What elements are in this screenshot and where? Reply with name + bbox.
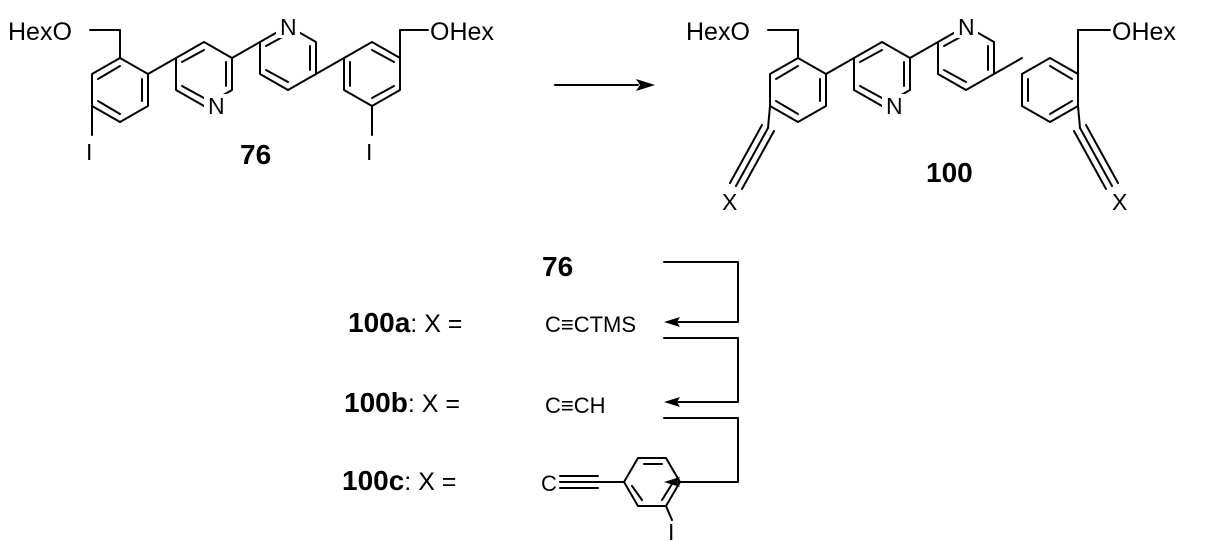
product-x-left: X [722, 189, 737, 215]
step-100b: 100b: X = [344, 387, 460, 418]
step-arrow-2 [663, 337, 739, 407]
reactant-nitrogen-right: N [280, 14, 297, 40]
reactant-iodine-left: I [86, 139, 92, 165]
reactant-substituent-right: OHex [430, 18, 494, 46]
step-100a: 100a: X = [348, 307, 462, 338]
reactant-label: 76 [240, 139, 271, 170]
left-pyridine-ring [175, 41, 233, 107]
right-benzene-ring [343, 41, 401, 107]
product-left-benzene-ring [769, 57, 827, 123]
step-100b-eq: : X = [408, 390, 460, 418]
step-100b-id: 100b [344, 387, 408, 418]
product-x-right: X [1112, 189, 1127, 215]
step-100c-group: C [541, 471, 557, 496]
step-100c-eq: : X = [404, 468, 456, 496]
product-right-benzene-ring [1021, 57, 1079, 123]
step-100a-group: C≡CTMS [545, 312, 636, 337]
step-100c-iodine: I [668, 519, 674, 541]
product-substituent-left: HexO [686, 18, 750, 46]
product-label: 100 [926, 157, 973, 188]
product-left-pyridine-ring [853, 41, 911, 107]
reactant-substituent-left: HexO [8, 18, 72, 46]
step-100a-eq: : X = [410, 310, 462, 338]
step-100c-id: 100c [342, 465, 404, 496]
left-benzene-ring [91, 57, 149, 123]
reactant-iodine-right: I [366, 139, 372, 165]
sequence-start-label: 76 [542, 251, 573, 282]
step-100a-id: 100a [348, 307, 411, 338]
reactant-nitrogen-left: N [208, 93, 225, 119]
product-nitrogen-left: N [886, 93, 903, 119]
step-100c: 100c: X = [342, 465, 456, 496]
product-substituent-right: OHex [1112, 18, 1176, 46]
step-arrow-3 [663, 417, 739, 487]
reaction-arrow [554, 79, 655, 91]
step-100c-triple-bond [559, 475, 599, 489]
step-100b-group: C≡CH [545, 393, 606, 418]
product-nitrogen-right: N [958, 14, 975, 40]
product-100-structure: HexO OHex N N X X 100 [686, 14, 1176, 215]
reactant-76-structure: HexO OHex I I N N 76 [8, 14, 494, 170]
reaction-sequence: 76 100a: X = C≡CTMS 100b: X = C≡CH 100c:… [342, 251, 739, 541]
step-arrow-1 [663, 261, 739, 327]
